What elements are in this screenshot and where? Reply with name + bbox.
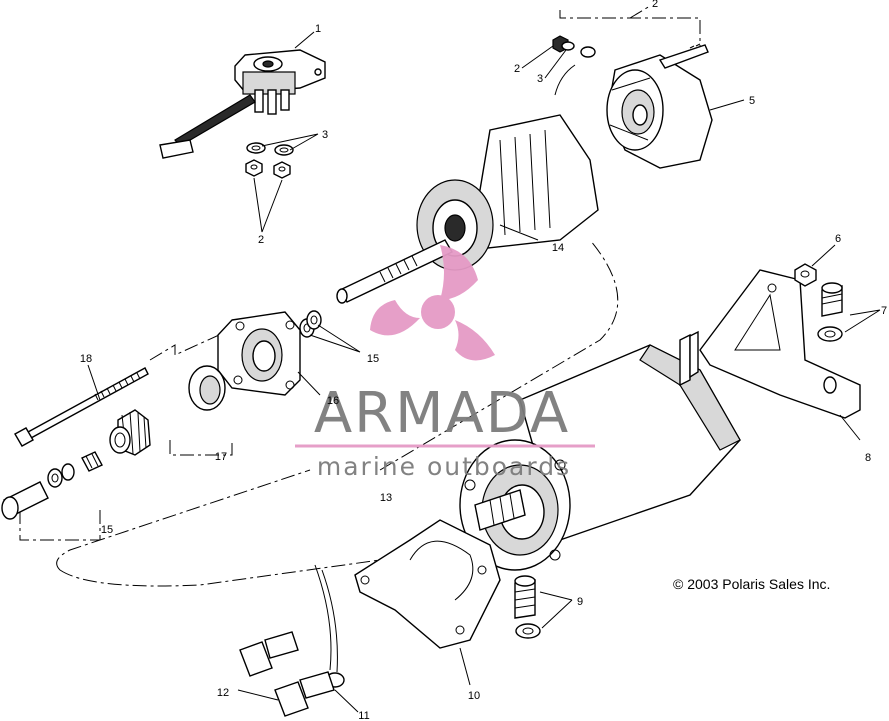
label-3-left: 3 [322, 129, 328, 141]
group-line-18 [149, 329, 231, 361]
group-line-13 [56, 239, 619, 587]
part-11-cable [314, 564, 345, 688]
label-2-nut: 2 [514, 63, 520, 75]
part-16-front-plate [217, 311, 301, 396]
group-line-2-top [559, 5, 701, 55]
part-3-washers [246, 142, 294, 156]
label-18: 18 [80, 353, 92, 365]
label-2-left: 2 [258, 234, 264, 246]
part-2-top-nut [552, 35, 596, 96]
label-1: 1 [315, 23, 321, 35]
watermark-tagline: marine outboards [317, 452, 571, 481]
part-15-small-parts [1, 426, 131, 520]
part-12-bolts [239, 631, 335, 717]
propeller-logo [370, 245, 495, 361]
label-5: 5 [749, 95, 755, 107]
label-15-left: 15 [101, 524, 113, 536]
label-12: 12 [217, 687, 229, 699]
label-3-top: 3 [537, 73, 543, 85]
copyright-notice: © 2003 Polaris Sales Inc. [673, 576, 830, 592]
part-18-through-bolt [14, 367, 149, 447]
part-labels: 1 3 2 2 2 3 5 14 6 7 15 18 16 17 8 13 15… [80, 0, 887, 721]
part-6-nut [794, 263, 817, 287]
label-10: 10 [468, 690, 480, 702]
label-11: 11 [358, 710, 369, 721]
leader-lines [87, 31, 881, 713]
part-15-washers [299, 310, 322, 338]
part-2-nuts [245, 159, 291, 179]
part-8-bracket [699, 269, 861, 419]
group-line-17 [169, 440, 233, 456]
label-14: 14 [552, 242, 564, 254]
label-9: 9 [577, 596, 583, 608]
label-17: 17 [215, 451, 227, 463]
label-2-top: 2 [652, 0, 658, 10]
watermark-brand: ARMADA [314, 381, 570, 446]
label-6: 6 [835, 233, 841, 245]
label-8: 8 [865, 452, 871, 464]
part-14-armature [336, 114, 599, 304]
label-15-right: 15 [367, 353, 379, 365]
part-1-solenoid-switch [159, 49, 326, 159]
label-16: 16 [327, 395, 339, 407]
label-13: 13 [380, 492, 392, 504]
armada-watermark: ARMADA marine outboards [295, 245, 595, 481]
part-13-starter-motor [459, 330, 741, 571]
part-9-bolt-washer [514, 575, 541, 639]
label-7: 7 [881, 305, 887, 317]
group-line-15-bottom [19, 510, 101, 541]
part-10-lower-bracket [354, 519, 501, 649]
part-5-end-cover [606, 43, 713, 169]
part-7-bolt-washer [817, 282, 843, 342]
